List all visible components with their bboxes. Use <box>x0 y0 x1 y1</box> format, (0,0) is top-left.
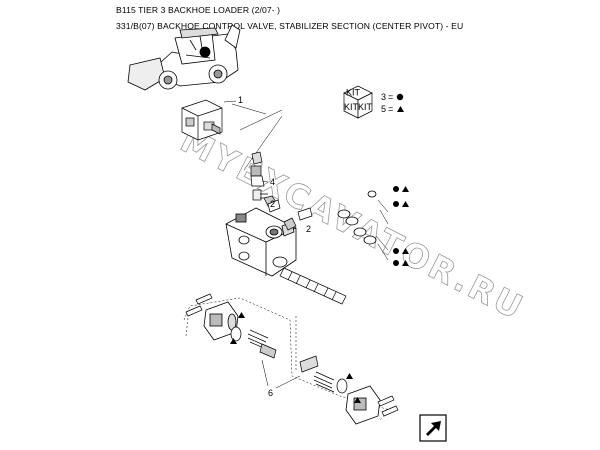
kit-row-number: 5 <box>381 104 386 114</box>
kit-box-word: KIT <box>346 88 361 98</box>
spring-assembly-right <box>299 355 348 394</box>
triangle-symbol-icon <box>354 397 361 403</box>
page-subtitle: 331/B(07) BACKHOE CONTROL VALVE, STABILI… <box>116 21 464 31</box>
next-page-arrow-icon[interactable] <box>419 414 447 442</box>
spring-assembly-left <box>230 326 277 359</box>
end-cap-right <box>345 385 381 425</box>
end-cap-left <box>203 301 239 341</box>
stabilizer-valve-section <box>225 207 297 277</box>
triangle-symbol-icon <box>230 338 237 344</box>
triangle-symbol-icon <box>346 373 353 379</box>
check-valve-parts <box>250 151 281 213</box>
kit-row-number: 3 <box>381 92 386 102</box>
kit-box-word: KIT <box>344 102 359 112</box>
kit-legend: KIT KIT KIT 3 = 5 = <box>343 85 404 119</box>
callout-label: 4 <box>270 177 275 187</box>
triangle-symbol-icon <box>238 312 245 318</box>
page-title: B115 TIER 3 BACKHOE LOADER (2/07- ) <box>116 5 281 15</box>
circle-symbol-icon <box>396 93 404 101</box>
kit-box-icon <box>343 85 373 119</box>
callout-label: 2 <box>306 224 311 234</box>
triangle-symbol-icon <box>397 106 404 112</box>
kit-row-eq: = <box>388 92 393 102</box>
callout-label: 1 <box>238 95 243 105</box>
callout-label: 6 <box>268 388 273 398</box>
poppet-parts <box>283 207 313 231</box>
control-valve-assembly <box>181 99 223 141</box>
kit-symbols <box>393 186 409 266</box>
backhoe-loader-illustration <box>127 24 241 91</box>
o-rings <box>337 190 377 245</box>
callout-label: 2 <box>270 199 275 209</box>
kit-row-eq: = <box>388 104 393 114</box>
valve-spool <box>279 267 347 305</box>
kit-box-word: KIT <box>358 102 373 112</box>
item-6-group-outline <box>183 297 391 421</box>
bolts-right <box>377 395 399 417</box>
bolts-left <box>185 293 213 317</box>
